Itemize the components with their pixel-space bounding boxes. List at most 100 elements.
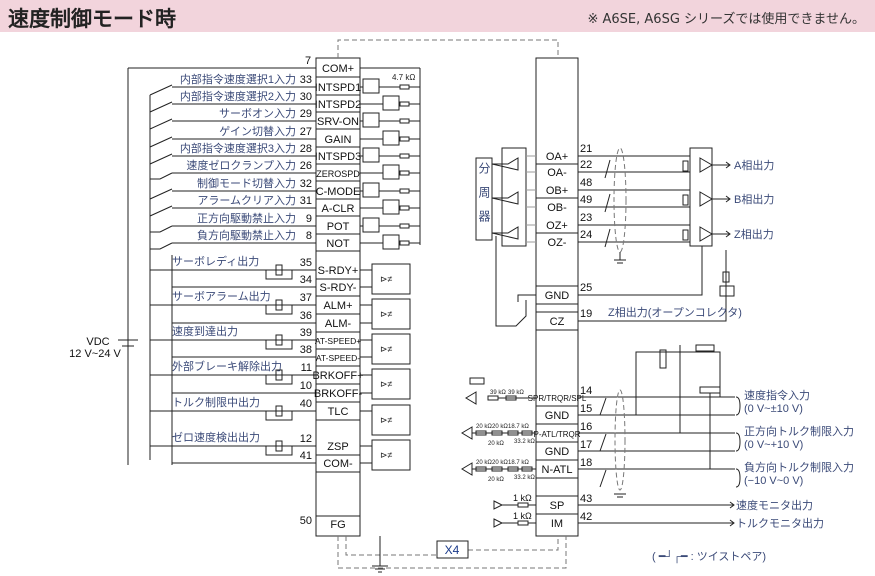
twist-mark-icon [599,433,607,452]
analog-input-label: 負方向トルク制限入力 [744,460,854,474]
pin-number: 7 [305,55,311,67]
header-bar: 速度制御モード時 ※ A6SE, A6SG シリーズでは使用できません。 [0,0,875,32]
signal-com-plus: COM+ [322,63,354,75]
resistor-icon [399,170,410,176]
signal-tlc: TLC [328,406,349,418]
shield-line [337,536,567,569]
pin-number: 33 [300,74,312,86]
diode-icon [265,270,293,280]
output-label: トルク制限中出力 [172,395,260,409]
signal-com-: COM- [323,458,353,470]
switch-icon [149,84,173,96]
signal-analog: GND [545,410,570,422]
arrow-icon [712,161,731,169]
signal-analog: SPR/TRQR/SPL [528,394,587,403]
pin-number: 28 [300,143,312,155]
switch-icon [150,172,173,180]
wire [578,246,703,296]
resistor-label: 33.2 kΩ [514,439,535,445]
input-label-intspd1: 内部指令速度選択1入力 [180,72,296,86]
receiver-triangle-icon [699,226,713,242]
pin-number: 24 [580,229,592,241]
pin-number: 37 [300,292,312,304]
analog-input-range: (0 V~±10 V) [744,403,803,415]
signal-zsp: ZSP [327,441,348,453]
resistor-icon [399,118,410,124]
pin-number: 19 [580,308,592,320]
signal-alm-: ALM- [325,318,352,330]
signal-im: IM [551,518,563,530]
diode-icon [265,411,293,421]
resistor-label: 4.7 kΩ [392,73,415,82]
arrow-icon [712,195,731,203]
signal-not: NOT [326,238,350,250]
twisted-pair-legend: ( ━┘┌━ : ツイストペア) [652,549,766,564]
pin-number: 23 [580,212,592,224]
photocoupler-icon [362,217,380,233]
pin-number: 11 [301,362,312,374]
connector-x4-right-block [535,57,579,537]
brace-icon [735,432,741,452]
analog-input-label: 速度指令入力 [744,388,810,402]
resistor-label: 20 kΩ [476,460,492,466]
led-icon: ⊳≠ [380,450,393,460]
resistor-icon [517,520,529,526]
resistor-icon [399,223,410,229]
resistor-label: 18.7 kΩ [508,460,529,466]
opamp-icon [461,462,473,476]
resistor-icon [399,188,410,194]
twist-mark-icon [599,397,607,416]
encoder-output-label: B相出力 [734,192,774,206]
pin-number: 42 [580,511,592,523]
twist-mark-icon [604,159,611,179]
signal-analog: N-ATL [542,464,573,476]
pin-number: 30 [300,91,312,103]
signal-ob-: OB- [547,202,567,214]
analog-input-label: 正方向トルク制限入力 [744,424,854,438]
shield-oval [614,389,626,491]
photocoupler-icon [362,78,380,94]
monitor-output-label: トルクモニタ出力 [736,516,824,530]
signal-brkoff+: BRKOFF+ [312,370,363,382]
signal-pot: POT [327,221,350,233]
relay-coil-icon [275,405,283,417]
signal-analog: GND [545,446,570,458]
arrow-icon [578,519,735,527]
photocoupler-output-icon [371,298,411,330]
receiver-triangle-icon [699,157,713,173]
input-label-a-clr: アラームクリア入力 [197,194,296,207]
output-label: サーボレディ出力 [172,254,259,268]
page-title: 速度制御モード時 [8,7,176,31]
pin-number: 8 [306,230,312,242]
resistor-label: 39 kΩ [508,390,524,396]
signal-s-rdy-: S-RDY- [320,282,357,294]
analog-input-range: (−10 V~0 V) [744,475,803,487]
pin-number: 26 [300,160,312,172]
pin-number: 43 [580,493,592,505]
signal-a-clr: A-CLR [321,203,354,215]
signal-oa+: OA+ [546,151,568,163]
load-box-icon [719,285,735,297]
shield-oval [613,147,627,253]
output-label: ゼロ速度検出出力 [172,430,260,444]
arrow-icon [578,501,735,509]
buffer-icon [493,518,504,528]
signal-at-speed-: AT-SPEED- [316,353,360,363]
brace-icon [735,468,741,488]
signal-oz-: OZ- [548,237,567,249]
twist-mark-icon [604,193,611,213]
pin-number: 50 [300,515,312,527]
resistor-icon [399,205,410,211]
photocoupler-icon [382,199,400,215]
led-icon: ⊳≠ [380,379,393,389]
vdc-label: VDC [86,336,109,348]
pin-number: 9 [306,213,312,225]
pin-number: 27 [300,126,312,138]
relay-coil-icon [275,264,283,276]
x4-label: X4 [445,543,460,557]
signal-sp: SP [550,500,565,512]
resistor-label: 1 kΩ [513,493,532,503]
relay-coil-icon [275,440,283,452]
potentiometer-wiring [635,351,721,415]
pin-number: 25 [580,282,592,294]
